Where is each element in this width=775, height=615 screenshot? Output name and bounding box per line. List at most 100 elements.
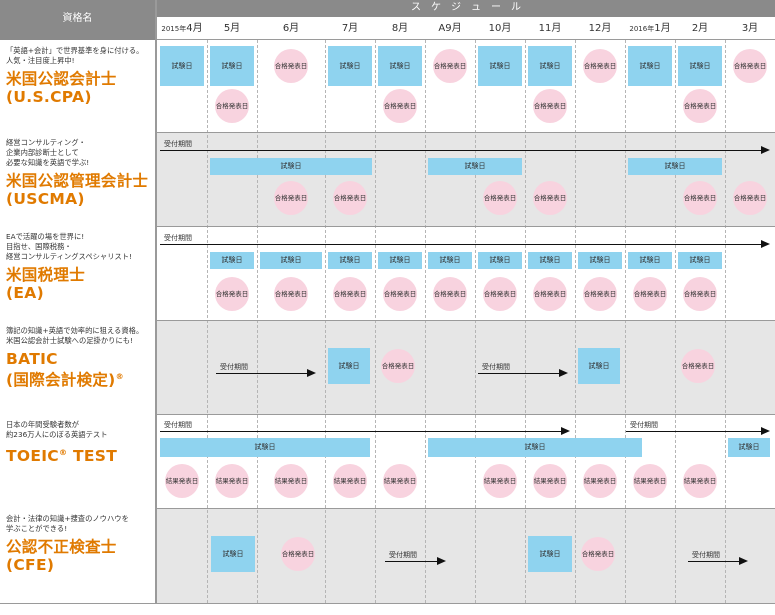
exam-date-box: 試験日 xyxy=(628,158,722,175)
exam-date-box: 試験日 xyxy=(478,46,522,86)
month-divider xyxy=(575,40,576,603)
month-header: 11月 xyxy=(525,18,575,40)
exam-date-box: 試験日 xyxy=(678,46,722,86)
row-divider xyxy=(0,320,775,321)
month-header: 5月 xyxy=(207,18,257,40)
exam-date-box: 試験日 xyxy=(210,46,254,86)
application-period-arrow-line xyxy=(160,244,762,245)
exam-date-box: 試験日 xyxy=(528,252,572,269)
month-label: A9月 xyxy=(438,23,462,34)
exam-date-box: 試験日 xyxy=(478,252,522,269)
month-header: 3月 xyxy=(725,18,775,40)
qualification-subtitle: 「英語+会計」で世界基準を身に付ける。 人気・注目度上昇中! xyxy=(6,46,144,65)
qualification-info: 簿記の知識+英語で効率的に狙える資格。 米国公認会計士試験への足掛かりにも! BA… xyxy=(0,320,155,414)
application-period-arrow-line xyxy=(216,373,308,374)
month-divider xyxy=(425,40,426,603)
application-period-arrow-line xyxy=(688,561,740,562)
result-date-circle: 合格発表日 xyxy=(633,277,667,311)
qualification-title: TOEIC® TEST xyxy=(6,444,117,465)
arrow-head xyxy=(561,427,570,435)
month-divider xyxy=(325,40,326,603)
result-date-circle: 結果発表日 xyxy=(583,464,617,498)
result-date-circle: 結果発表日 xyxy=(215,464,249,498)
qualification-info: EAで活躍の場を世界に! 目指せ、国際税務・ 経営コンサルティングスペシャリスト… xyxy=(0,226,155,320)
result-date-circle: 合格発表日 xyxy=(683,89,717,123)
left-divider xyxy=(155,0,157,603)
qualification-title: 米国公認管理会計士 (USCMA) xyxy=(6,172,149,208)
result-date-circle: 合格発表日 xyxy=(333,277,367,311)
schedule-cells: 受付期間受付期間試験日試験日合格発表日合格発表日 xyxy=(0,320,775,414)
arrow-head xyxy=(437,557,446,565)
qualification-subtitle: 簿記の知識+英語で効率的に狙える資格。 米国公認会計士試験への足掛かりにも! xyxy=(6,326,144,345)
result-date-circle: 合格発表日 xyxy=(274,277,308,311)
result-date-circle: 合格発表日 xyxy=(483,181,517,215)
arrow-head xyxy=(761,146,770,154)
toeic-title-part: TOEIC xyxy=(6,447,59,466)
exam-date-box: 試験日 xyxy=(628,252,672,269)
exam-date-box: 試験日 xyxy=(428,252,472,269)
result-date-circle: 合格発表日 xyxy=(215,89,249,123)
month-label: 4月 xyxy=(186,23,203,34)
application-period-arrow-line xyxy=(478,373,560,374)
month-year: 2016年 xyxy=(629,25,655,33)
result-date-circle: 合格発表日 xyxy=(483,277,517,311)
exam-date-box: 試験日 xyxy=(728,438,770,457)
qualification-subtitle: EAで活躍の場を世界に! 目指せ、国際税務・ 経営コンサルティングスペシャリスト… xyxy=(6,232,133,261)
row-divider xyxy=(0,603,775,604)
result-date-circle: 合格発表日 xyxy=(733,181,767,215)
application-period-arrow-line xyxy=(160,431,562,432)
result-date-circle: 合格発表日 xyxy=(533,277,567,311)
month-header: 2015年4月 xyxy=(157,18,207,40)
month-label: 11月 xyxy=(538,23,562,34)
month-label: 10月 xyxy=(488,23,512,34)
month-divider xyxy=(475,40,476,603)
exam-date-box: 試験日 xyxy=(210,252,254,269)
month-divider xyxy=(625,40,626,603)
qualification-info: 会計・法律の知識+捜査のノウハウを 学ぶことができる!公認不正検査士 (CFE) xyxy=(0,508,155,603)
month-header: 2月 xyxy=(675,18,725,40)
schedule-cells: 受付期間試験日試験日試験日試験日試験日試験日試験日試験日試験日試験日合格発表日合… xyxy=(0,226,775,320)
month-header: 6月 xyxy=(257,18,325,40)
schedule-cells: 試験日試験日合格発表日合格発表日受付期間受付期間 xyxy=(0,508,775,603)
month-label: 12月 xyxy=(588,23,612,34)
month-divider xyxy=(207,40,208,603)
result-date-circle: 合格発表日 xyxy=(583,277,617,311)
qualification-info: 「英語+会計」で世界基準を身に付ける。 人気・注目度上昇中!米国公認会計士 (U… xyxy=(0,40,155,132)
application-period-label: 受付期間 xyxy=(482,363,510,371)
result-date-circle: 結果発表日 xyxy=(383,464,417,498)
month-divider xyxy=(525,40,526,603)
month-header: 2016年1月 xyxy=(625,18,675,40)
result-date-circle: 結果発表日 xyxy=(274,464,308,498)
result-date-circle: 合格発表日 xyxy=(581,537,615,571)
result-date-circle: 合格発表日 xyxy=(533,89,567,123)
result-date-circle: 合格発表日 xyxy=(683,181,717,215)
result-date-circle: 結果発表日 xyxy=(483,464,517,498)
month-label: 6月 xyxy=(282,23,300,34)
exam-date-box: 試験日 xyxy=(160,46,204,86)
month-label: 5月 xyxy=(223,23,241,34)
arrow-head xyxy=(739,557,748,565)
row-divider xyxy=(0,132,775,133)
exam-date-box: 試験日 xyxy=(328,252,372,269)
month-label: 7月 xyxy=(341,23,359,34)
application-period-label: 受付期間 xyxy=(630,421,658,429)
exam-date-box: 試験日 xyxy=(260,252,322,269)
registered-mark: ® xyxy=(115,372,124,381)
month-header: 7月 xyxy=(325,18,375,40)
exam-date-box: 試験日 xyxy=(378,252,422,269)
row-background xyxy=(157,508,775,603)
row-background xyxy=(157,320,775,414)
qualification-title: 公認不正検査士 (CFE) xyxy=(6,538,117,574)
month-divider xyxy=(375,40,376,603)
application-period-label: 受付期間 xyxy=(220,363,248,371)
result-date-circle: 合格発表日 xyxy=(681,349,715,383)
arrow-head xyxy=(761,427,770,435)
qualification-title: BATIC (国際会計検定)® xyxy=(6,350,124,390)
application-period-label: 受付期間 xyxy=(692,551,720,559)
month-header: 8月 xyxy=(375,18,425,40)
result-date-circle: 合格発表日 xyxy=(215,277,249,311)
result-date-circle: 合格発表日 xyxy=(274,181,308,215)
exam-date-box: 試験日 xyxy=(578,348,620,384)
exam-date-box: 試験日 xyxy=(528,536,572,572)
